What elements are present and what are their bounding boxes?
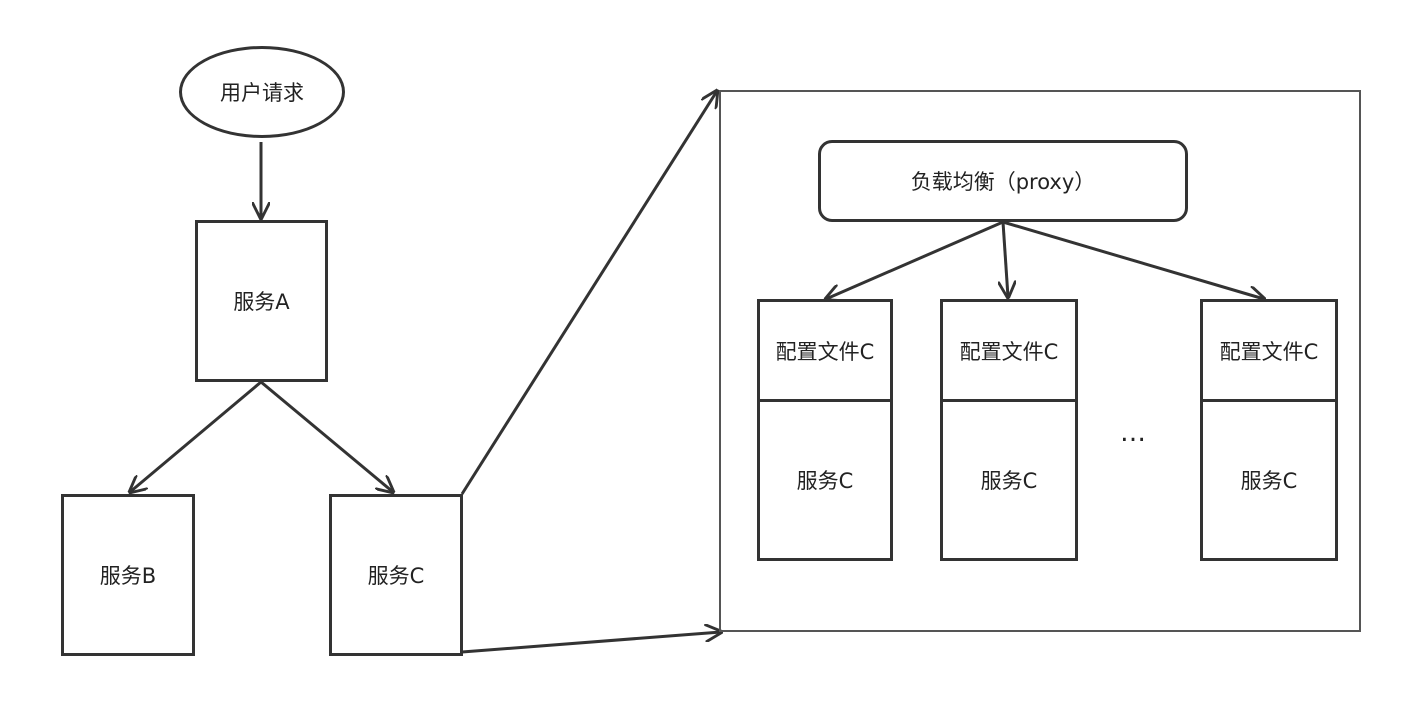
service-b-node: 服务B: [61, 494, 195, 656]
instance-3-config: 配置文件C: [1203, 302, 1335, 402]
service-c-detail-frame: [719, 90, 1361, 632]
instance-1-config-label: 配置文件C: [775, 339, 875, 364]
instance-2-config-label: 配置文件C: [959, 339, 1059, 364]
edge-proxy-to-instance-3: [1002, 220, 1264, 299]
instance-1: 配置文件C 服务C: [757, 299, 893, 561]
edge-service-a-to-service-c: [260, 380, 393, 492]
instance-3-service-label: 服务C: [1240, 469, 1298, 493]
instance-2-service-label: 服务C: [980, 469, 1038, 493]
instance-2: 配置文件C 服务C: [940, 299, 1078, 561]
instance-3-service: 服务C: [1203, 402, 1335, 558]
edge-proxy-to-instance-1: [826, 220, 1004, 299]
instance-2-service: 服务C: [943, 402, 1075, 558]
service-b-label: 服务B: [99, 564, 157, 588]
instance-3: 配置文件C 服务C: [1200, 299, 1338, 561]
user-request-node: 用户请求: [179, 46, 345, 138]
service-c-label: 服务C: [367, 564, 425, 588]
instance-1-service-label: 服务C: [796, 469, 854, 493]
user-request-label: 用户请求: [220, 81, 304, 105]
load-balancer-node: 负载均衡（proxy）: [818, 140, 1188, 222]
instance-2-config: 配置文件C: [943, 302, 1075, 402]
instance-1-service: 服务C: [760, 402, 890, 558]
edge-service-a-to-service-b: [130, 380, 262, 492]
service-c-node: 服务C: [329, 494, 463, 656]
instance-3-config-label: 配置文件C: [1219, 339, 1319, 364]
instance-1-config: 配置文件C: [760, 302, 890, 402]
edge-proxy-to-instance-2: [1003, 221, 1008, 297]
more-instances-ellipsis: …: [1120, 418, 1148, 448]
zoom-line-top: [460, 91, 717, 495]
service-a-label: 服务A: [233, 290, 290, 314]
zoom-line-bottom: [461, 632, 721, 654]
load-balancer-label: 负载均衡（proxy）: [910, 170, 1096, 194]
service-a-node: 服务A: [195, 220, 328, 382]
